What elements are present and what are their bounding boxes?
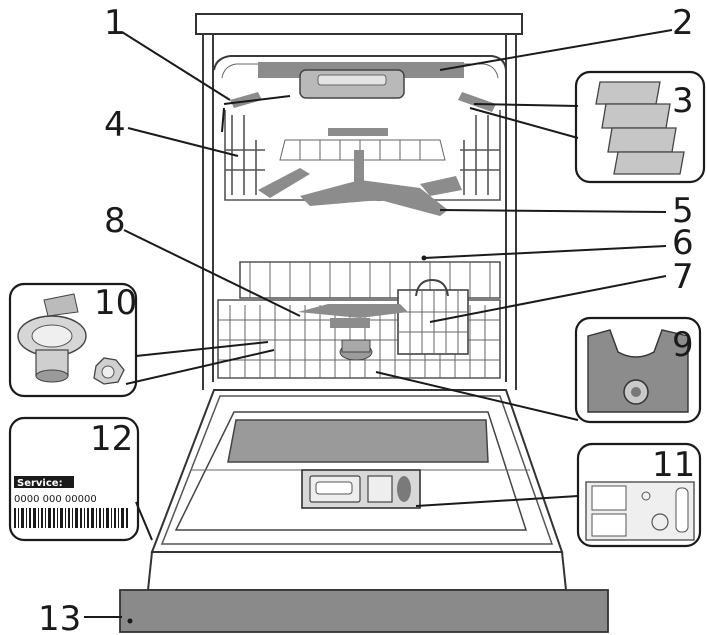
barcode: [14, 508, 128, 528]
dishwasher-door: [146, 389, 568, 591]
leader-7: [429, 275, 667, 323]
callout-1: 1: [104, 3, 126, 43]
leader-12: [135, 501, 153, 541]
callout-8: 8: [104, 201, 126, 241]
plinth: [119, 589, 609, 633]
leader-3a: [473, 103, 579, 107]
leader-5: [439, 209, 667, 213]
inset-filter-basket: [8, 282, 138, 398]
leader-11: [415, 495, 579, 507]
inset-filter: [574, 316, 702, 424]
leader-1c: [221, 107, 225, 133]
leader-10b: [125, 349, 275, 385]
leader-6: [423, 245, 667, 259]
leader-9: [375, 371, 579, 421]
leader-2: [439, 29, 673, 71]
top-spray-unit: [230, 62, 496, 112]
leader-10a: [135, 341, 269, 357]
inset-rack-inserts: [574, 70, 706, 184]
callout-5: 5: [672, 191, 694, 231]
lower-basket: [217, 261, 501, 379]
worktop-cover: [195, 13, 523, 35]
callout-12: 12: [90, 419, 133, 459]
leader-1b: [223, 95, 291, 105]
leader-lines: [84, 29, 673, 624]
callout-2: 2: [672, 3, 694, 43]
callout-9: 9: [672, 325, 694, 365]
leader-4: [127, 127, 239, 157]
leader-1: [121, 31, 231, 101]
inset-rating-plate: Service: 0000 000 00000: [8, 416, 140, 542]
callout-4: 4: [104, 105, 126, 145]
callout-11: 11: [652, 445, 695, 485]
service-label-bg: [14, 476, 74, 488]
inset-dispenser: [576, 442, 702, 548]
callout-numbers: 1 2 3 4 5 6 7 8 9 10 11 12 13: [38, 3, 695, 635]
upper-basket: [224, 110, 501, 216]
callout-3: 3: [672, 81, 694, 121]
callout-10: 10: [94, 283, 137, 323]
service-label: Service:: [17, 478, 63, 489]
service-number: 0000 000 00000: [14, 494, 97, 505]
callout-7: 7: [672, 257, 694, 297]
callout-13: 13: [38, 599, 81, 635]
leader-3b: [469, 107, 579, 139]
callout-6: 6: [672, 223, 694, 263]
leader-8: [123, 229, 301, 317]
